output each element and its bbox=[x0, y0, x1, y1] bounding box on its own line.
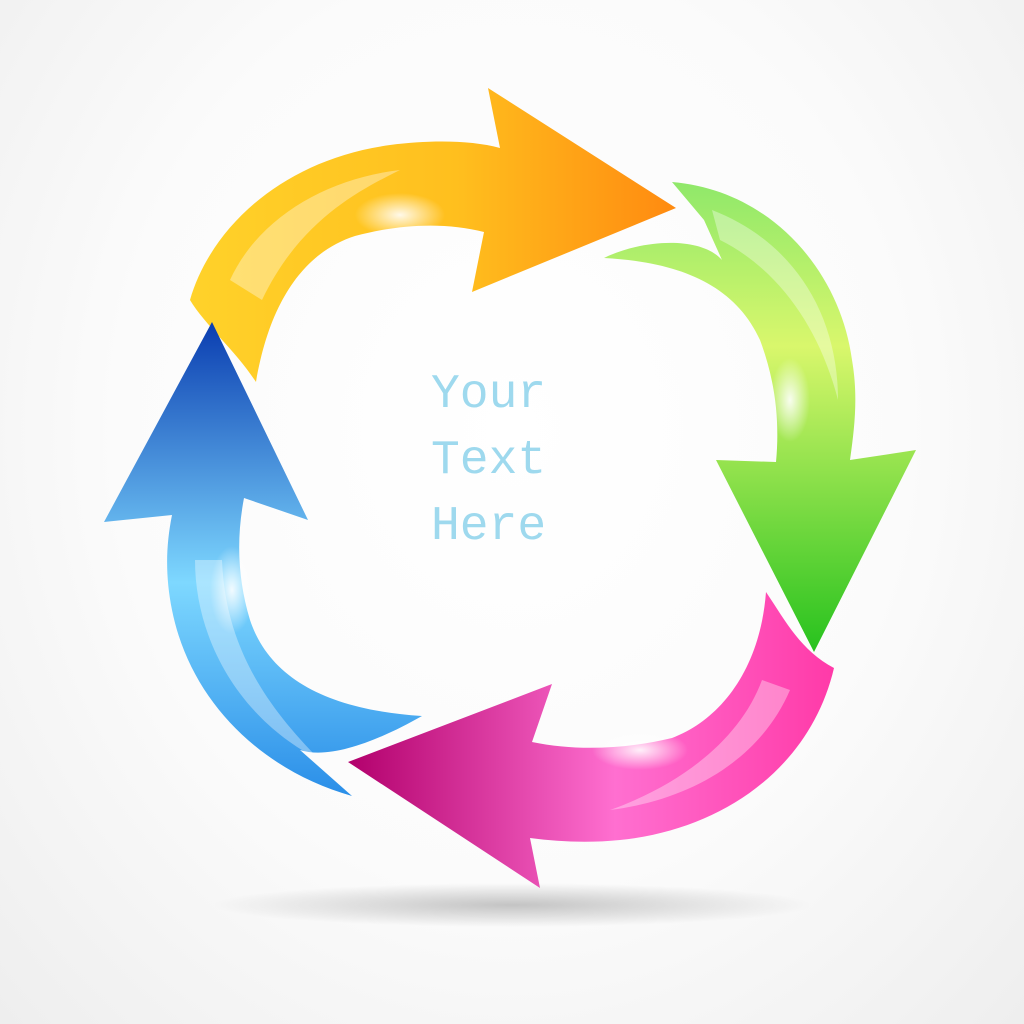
center-text: Your Text Here bbox=[0, 362, 1024, 560]
center-text-line-2[interactable]: Text bbox=[431, 434, 547, 488]
center-text-line-3[interactable]: Here bbox=[431, 500, 547, 554]
arrow-magenta bbox=[348, 592, 834, 888]
arrow-yellow bbox=[190, 88, 676, 382]
arrow-blue bbox=[104, 322, 422, 796]
ground-shadow bbox=[212, 883, 812, 927]
center-text-line-1[interactable]: Your bbox=[431, 368, 547, 422]
arrow-green bbox=[604, 182, 916, 652]
